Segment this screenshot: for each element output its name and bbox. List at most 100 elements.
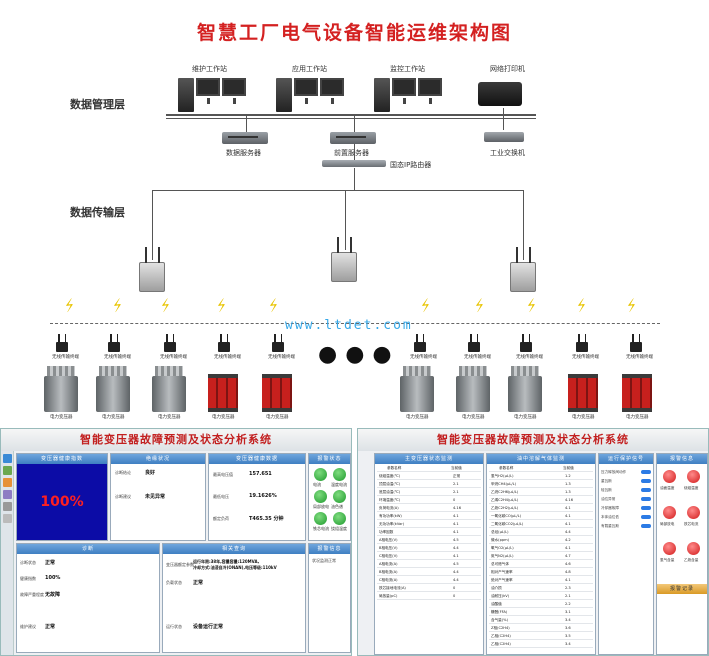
- row-value: 2.3: [565, 586, 571, 590]
- protection-toggle[interactable]: [641, 506, 651, 510]
- row-label: 微水(ppm): [491, 538, 510, 542]
- row-value: 3.1: [565, 610, 571, 614]
- table-row: 乙炔C2H2(μL/L)4.1: [489, 505, 593, 512]
- wireless-signal-icon: ⚡: [417, 294, 435, 317]
- terminal-label: 无线传输终端: [268, 355, 295, 360]
- status-label: 绕组温度: [331, 526, 347, 531]
- alarm-indicator-icon: [687, 470, 700, 483]
- table-row: 油介损 2.3: [489, 585, 593, 592]
- alarm-panel-header: 报警信息: [657, 454, 707, 464]
- wireless-ap-icon: [331, 237, 357, 282]
- row-value: 0: [453, 498, 456, 502]
- dry-transformer-icon: [622, 374, 652, 412]
- row-value: 2.1: [565, 594, 571, 598]
- terminal-label: 无线传输终端: [104, 355, 131, 360]
- row-value: 4.1: [565, 522, 571, 526]
- link-line: [503, 108, 504, 130]
- row-value: 4.1: [453, 554, 459, 558]
- protection-toggle[interactable]: [641, 470, 651, 474]
- report-icon[interactable]: [3, 490, 12, 499]
- row-label: 顶层油温(℃): [379, 482, 401, 486]
- row-label: 无功功率(kVar): [379, 522, 405, 526]
- table-row: 顶层油温(℃)2.1: [377, 481, 481, 488]
- protection-toggle[interactable]: [641, 488, 651, 492]
- link-line: [354, 168, 355, 190]
- chart-icon[interactable]: [3, 466, 12, 475]
- right-system-screen: 智能变压器故障预测及状态分析系统 主变压器状态监测 参数名称当前值绕组温度(℃)…: [357, 428, 709, 656]
- row-value: 4.1: [453, 514, 459, 518]
- alert-icon[interactable]: [3, 478, 12, 487]
- health-data-label: 最低电压: [213, 494, 229, 499]
- table-subheader: 参数名称当前值: [489, 465, 593, 472]
- table-row: 铁芯接地电流(A)0: [377, 585, 481, 592]
- protection-signal-label: 冷却器故障: [601, 506, 619, 510]
- alarm-indicator-icon: [663, 470, 676, 483]
- status-label: 局部放电: [313, 504, 329, 509]
- health-index-header: 变压器健康指数: [17, 454, 107, 464]
- row-value: 3.6: [565, 626, 571, 630]
- main-monitor-header: 主变压器状态监测: [375, 454, 483, 464]
- search-icon[interactable]: [3, 514, 12, 523]
- query-value: 设备运行正常: [193, 624, 224, 630]
- protection-toggle[interactable]: [641, 524, 651, 528]
- protection-toggle[interactable]: [641, 497, 651, 501]
- status-label: 油色谱: [331, 504, 343, 509]
- protection-toggle[interactable]: [641, 515, 651, 519]
- column-header: 参数名称: [387, 466, 402, 470]
- row-label: C相电流(A): [379, 578, 398, 582]
- row-value: 4.16: [453, 506, 462, 510]
- table-subheader: 参数名称当前值: [377, 465, 481, 472]
- data-server-label: 数据服务器: [226, 149, 261, 157]
- protection-signal-label: 轻瓦斯: [601, 488, 612, 492]
- data-server-icon: [222, 132, 268, 144]
- gas-monitor-header: 油中溶解气体监测: [487, 454, 595, 464]
- row-label: 油酸值: [491, 602, 502, 606]
- row-value: 4.7: [565, 554, 571, 558]
- wireless-terminal-icon: [218, 334, 230, 352]
- row-label: 局放量(pC): [379, 594, 398, 598]
- row-label: 油介损: [491, 586, 502, 590]
- terminal-label: 无线传输终端: [52, 355, 79, 360]
- query-label: 负载状态: [166, 580, 182, 585]
- health-data-value: T465.35 分钟: [249, 516, 284, 522]
- row-label: 底层油温(℃): [379, 490, 401, 494]
- table-row: 环境温度(℃)0: [377, 497, 481, 504]
- settings-icon[interactable]: [3, 502, 12, 511]
- row-value: 4.1: [453, 530, 459, 534]
- protection-toggle[interactable]: [641, 479, 651, 483]
- alarm-label: 绕组温度: [684, 486, 699, 490]
- terminal-label: 无线传输终端: [626, 355, 653, 360]
- table-row: 乙烷C2H6(μL/L)1.3: [489, 489, 593, 496]
- table-row: 乙烯C2H4(μL/L)4.16: [489, 497, 593, 504]
- diagnosis-value: 无故障: [45, 592, 61, 598]
- row-label: A相电流(A): [379, 562, 398, 566]
- table-row: 局放量(pC)0: [377, 593, 481, 600]
- table-row: 一氧化碳CO(μL/L)4.1: [489, 513, 593, 520]
- wireless-terminal-icon: [414, 334, 426, 352]
- left-system-screen: 智能变压器故障预测及状态分析系统 变压器健康指数 100% 绝缘状况 诊断结论 …: [0, 428, 352, 656]
- row-label: 乙相(C2H4): [491, 642, 511, 646]
- row-label: 乙烯C2H4(μL/L): [491, 498, 519, 502]
- related-query-header: 相关查询: [163, 544, 305, 554]
- wireless-terminal-icon: [520, 334, 532, 352]
- row-label: 一氧化碳CO(μL/L): [491, 514, 522, 518]
- protection-header: 运行保护信号: [599, 454, 653, 464]
- terminal-label: 无线传输终端: [464, 355, 491, 360]
- lan-bus-2: [166, 118, 536, 119]
- alarm-panel: 报警信息 油面温度绕组温度局部放电铁芯电流氢气含量乙炔含量 报警记录: [656, 453, 708, 655]
- alarm-record-button[interactable]: 报警记录: [657, 584, 707, 594]
- alarm-label: 油面温度: [660, 486, 675, 490]
- monitor-workstation-label: 监控工作站: [390, 65, 425, 73]
- table-row: 糠醛(FFA)3.1: [489, 609, 593, 616]
- row-value: 3.4: [565, 642, 571, 646]
- wireless-terminal-icon: [468, 334, 480, 352]
- row-value: 2.2: [565, 602, 571, 606]
- wireless-signal-icon: ⚡: [213, 294, 231, 317]
- transformer-label: 电力变压器: [572, 415, 595, 420]
- home-icon[interactable]: [3, 454, 12, 463]
- alarm-status-box: 报警状态 电流 温度电流 局部放电 油色谱 铁芯电流 绕组温度: [308, 453, 351, 541]
- transformer-label: 电力变压器: [102, 415, 125, 420]
- protection-signal-label: 压力释放阀动作: [601, 470, 627, 474]
- wireless-signal-icon: ⚡: [523, 294, 541, 317]
